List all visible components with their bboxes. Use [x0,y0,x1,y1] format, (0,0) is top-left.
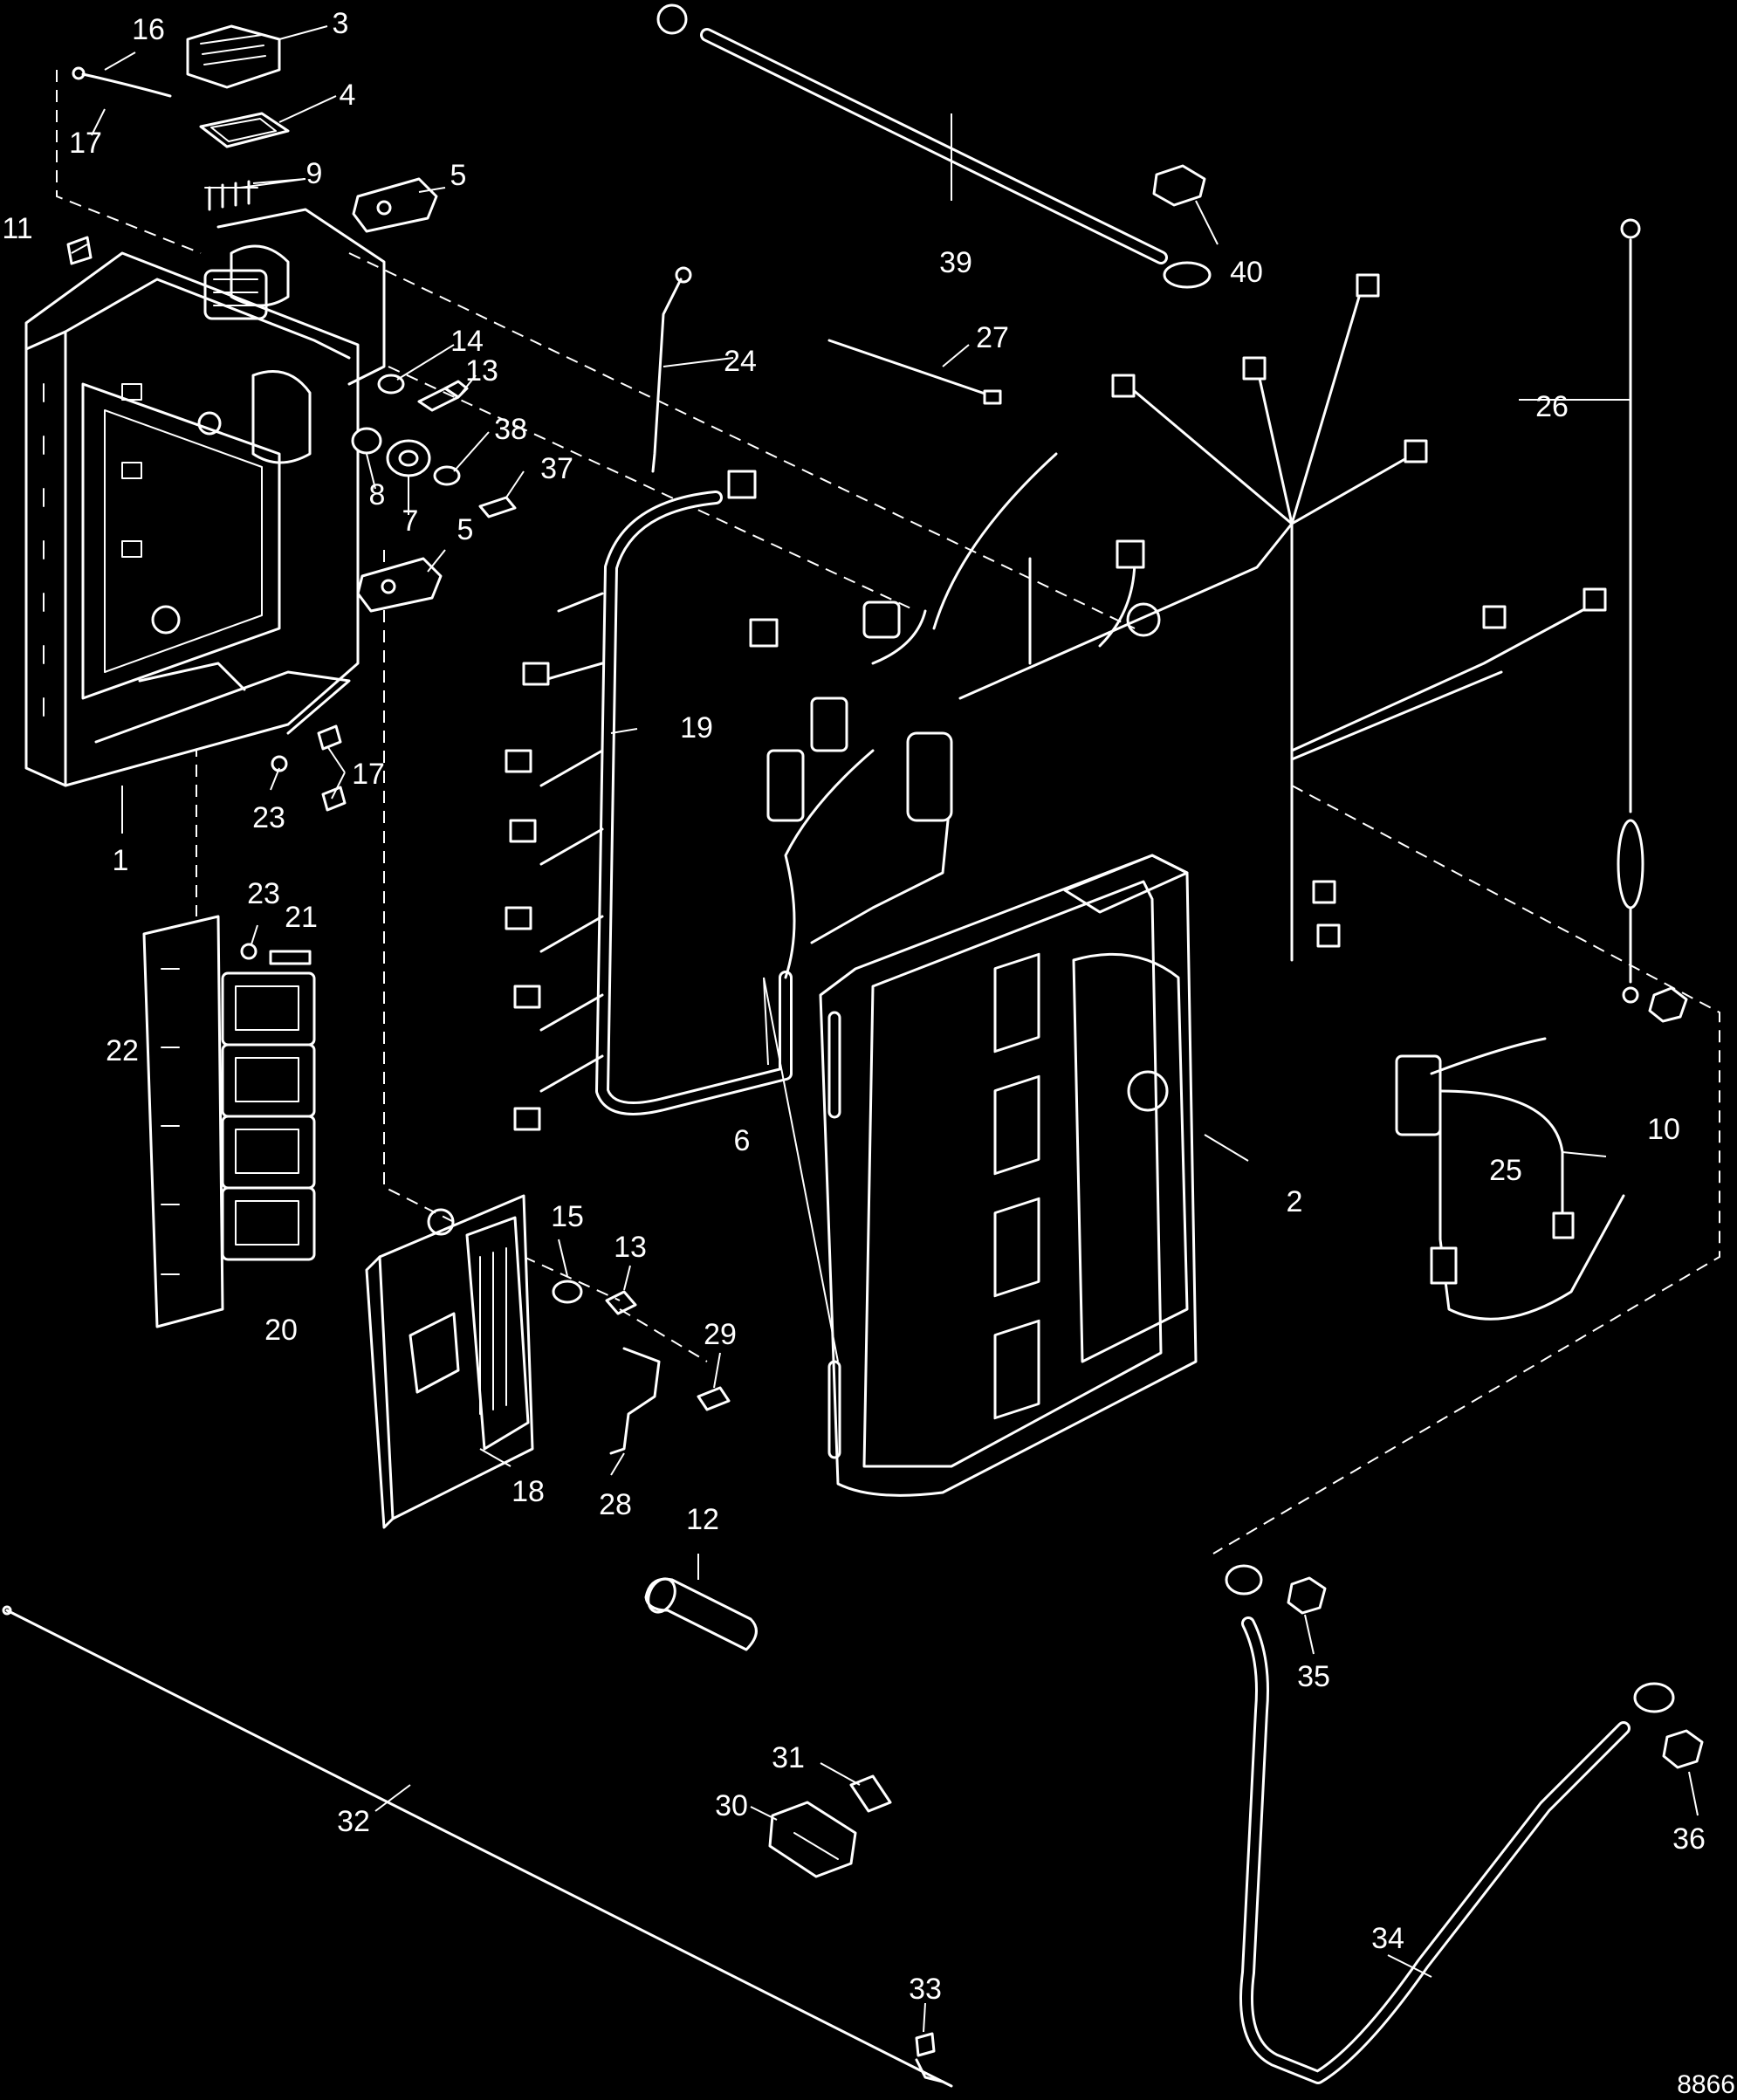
callout-36: 36 [1672,1822,1706,1856]
callout-20: 20 [264,1314,298,1347]
callout-11: 11 [2,212,32,245]
part-25-harness [1395,1037,1625,1321]
callout-10: 10 [1647,1113,1680,1146]
part-17-clips [317,724,347,812]
callout-30: 30 [715,1789,748,1822]
part-10-nut [1648,986,1688,1023]
part-29-screw [697,1386,731,1411]
callout-7: 7 [402,504,419,538]
callout-28: 28 [599,1488,632,1521]
part-11-clip [66,236,93,265]
callout-13: 13 [465,354,498,388]
part-38-washer [433,465,461,486]
part-23-pin-lower [240,943,257,960]
callout-34: 34 [1371,1922,1404,1955]
part-35-nut [1287,1576,1327,1615]
callout-26: 26 [1535,390,1569,423]
figure-number: 8866 [1677,2070,1735,2099]
part-5-grommet-mid [356,557,443,613]
callout-21: 21 [285,901,318,934]
callout-12: 12 [686,1503,719,1536]
callout-27: 27 [976,321,1009,354]
part-36-nut [1662,1729,1704,1769]
callout-19: 19 [680,711,713,745]
callout-6: 6 [734,1124,751,1157]
callout-29: 29 [704,1318,737,1351]
part-30-connector [768,1801,857,1878]
part-37-screw [478,496,517,518]
callout-40: 40 [1230,256,1263,289]
callout-5b: 5 [457,513,474,546]
part-34-ground-cable [1225,1564,1675,2084]
part-3-fuse-box [186,24,281,89]
callout-17b: 17 [352,758,385,791]
callout-31: 31 [772,1741,805,1774]
part-14-washer [377,374,405,395]
part-1-electrical-plate [24,208,386,787]
callout-8: 8 [369,478,386,511]
part-31-clip [849,1774,892,1813]
callout-16: 16 [132,13,165,46]
part-7-grommet [386,439,431,477]
callout-18: 18 [511,1475,545,1508]
part-39-cable [656,3,1212,289]
part-20-fuse-block [221,971,316,1261]
callout-2: 2 [1287,1185,1303,1218]
part-4-gasket [199,112,290,148]
callout-5: 5 [450,159,467,192]
callout-35: 35 [1297,1660,1330,1693]
part-16-ground-lead [72,66,172,98]
callout-9: 9 [306,157,323,190]
callout-4: 4 [340,79,356,112]
part-2-electrical-cover [819,854,1198,1497]
callout-22: 22 [106,1034,139,1067]
callout-leader-lines [71,25,1699,2033]
callout-labels: 16 3 4 17 9 5 11 14 13 38 37 8 7 5 17 23… [2,7,1735,2099]
part-5-grommet-top [352,177,438,233]
callout-15: 15 [551,1200,584,1233]
part-23-pin-upper [271,755,288,772]
callout-13b: 13 [614,1231,647,1264]
part-6-grommets [827,1011,841,1459]
part-12-sleeve [644,1577,758,1651]
callout-25: 25 [1489,1154,1522,1187]
part-19-engine-harness [505,452,1294,1131]
callout-23b: 23 [247,877,280,910]
callout-14: 14 [450,325,484,358]
callout-24: 24 [724,345,757,378]
assembly-dashed-lines [56,70,1720,1554]
callout-1: 1 [113,844,129,877]
part-27-cable-tie [827,339,1002,405]
part-40-nut [1152,164,1206,207]
part-32-rod [2,1605,953,2088]
part-8-sleeve [351,427,382,455]
part-13-screw-lower [605,1290,637,1315]
part-15-washer [552,1280,583,1304]
callout-38: 38 [494,413,527,446]
part-26-lead [1617,218,1644,1004]
part-9-terminals [204,180,258,211]
callout-39: 39 [939,246,972,279]
callout-23: 23 [252,801,285,834]
part-22-bracket [142,915,224,1328]
callout-33: 33 [909,1973,942,2006]
part-21-label [269,950,312,965]
part-24-lead [651,266,692,473]
harness-branch-right [1111,273,1607,962]
part-28-bracket [609,1347,661,1455]
callout-37: 37 [540,452,573,485]
part-18-ecm [365,1194,534,1529]
callout-17: 17 [69,127,102,160]
callout-32: 32 [337,1805,370,1838]
callout-3: 3 [333,7,349,40]
part-33-clip [915,2032,936,2057]
